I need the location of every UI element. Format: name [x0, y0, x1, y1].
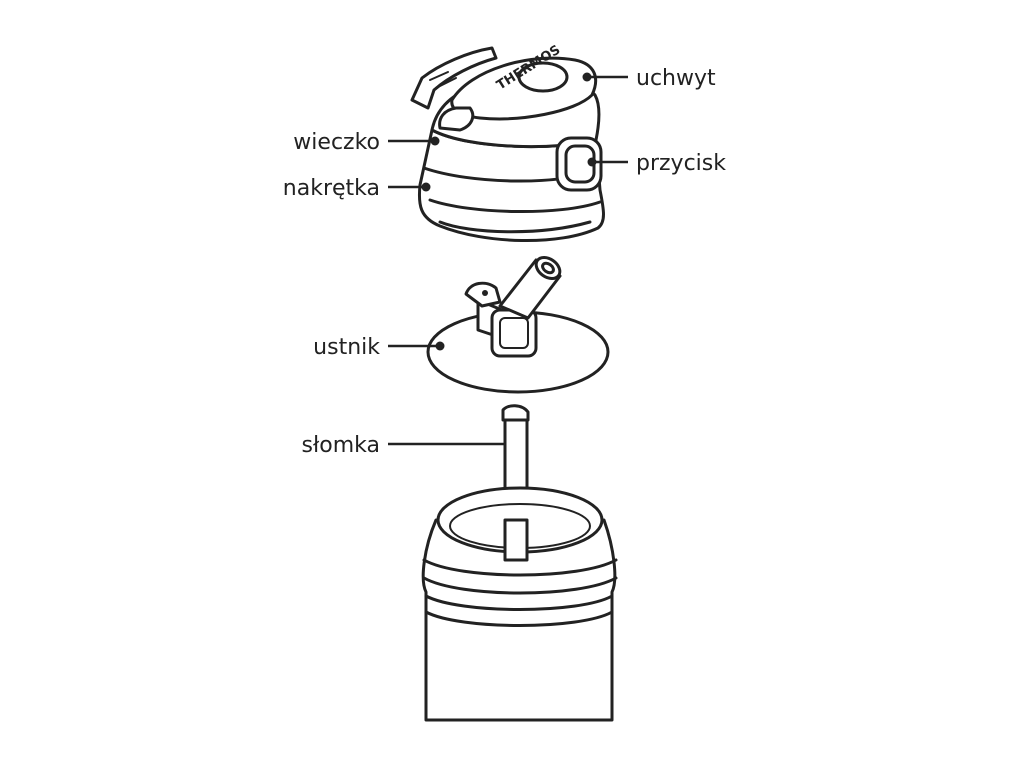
label-nakretka: nakrętka: [283, 176, 380, 201]
label-slomka: słomka: [302, 433, 380, 458]
callout-uchwyt: uchwyt: [582, 66, 716, 91]
callout-slomka: słomka: [302, 433, 505, 458]
top-oval: [517, 61, 569, 93]
bottle-part: [421, 486, 618, 722]
label-wieczko: wieczko: [293, 130, 380, 155]
uchwyt-part: [410, 46, 498, 110]
label-ustnik: ustnik: [313, 335, 380, 360]
label-przycisk: przycisk: [636, 151, 726, 176]
cap-assembly: THERMOS: [410, 43, 605, 243]
callout-przycisk: przycisk: [587, 151, 726, 176]
label-uchwyt: uchwyt: [636, 66, 716, 91]
ustnik-part: [426, 256, 610, 394]
callout-nakretka: nakrętka: [283, 176, 431, 201]
callout-wieczko: wieczko: [293, 130, 440, 155]
callout-ustnik: ustnik: [313, 335, 445, 360]
